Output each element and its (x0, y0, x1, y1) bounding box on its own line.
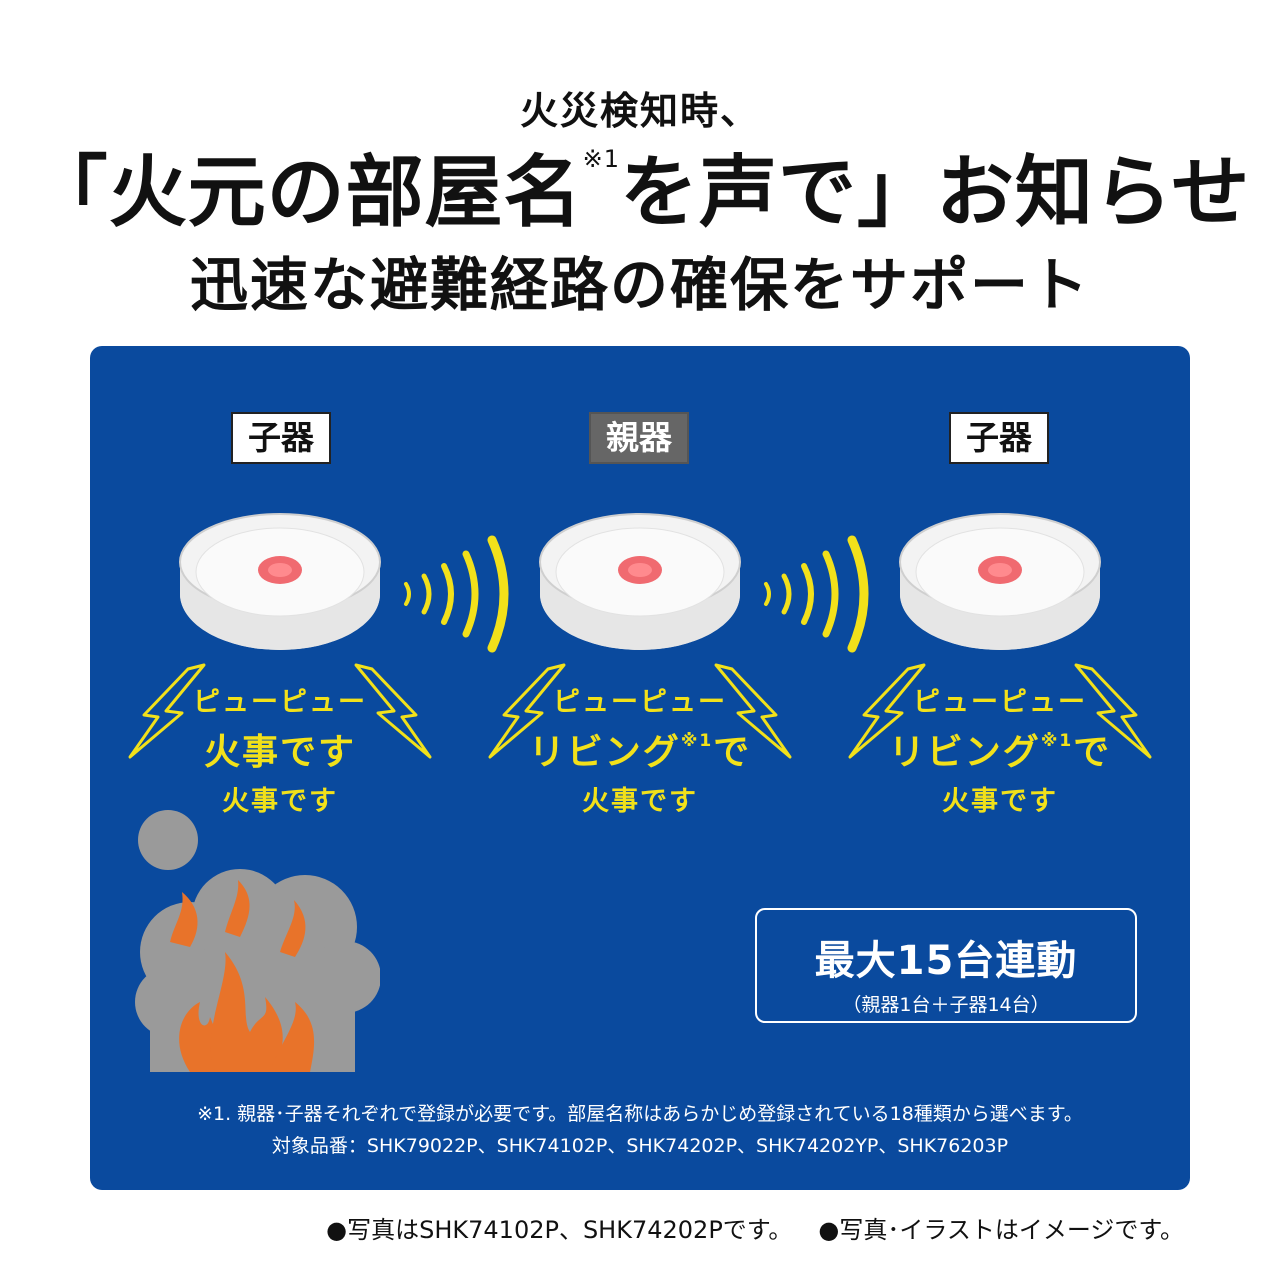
footnote-mark: ※1 (680, 731, 714, 751)
lightning-bolt-icon (488, 663, 566, 759)
lightning-bolt-icon (128, 663, 206, 759)
smoke-detector-image (179, 513, 381, 650)
max-linkage-box: 最大15台連動 （親器1台＋子器14台） (755, 908, 1137, 1023)
image-note: ●写真･イラストはイメージです。 (818, 1216, 1184, 1244)
voice-particle: で (713, 732, 752, 773)
voice-main-message: 火事です (203, 732, 356, 773)
headline-part-2: を声で」お知らせ (619, 148, 1251, 238)
footnote-line-2: 対象品番：SHK79022P、SHK74102P、SHK74202P、SHK74… (271, 1135, 1009, 1157)
headline-footnote-mark: ※1 (582, 145, 620, 173)
footnote-mark: ※1 (1040, 731, 1074, 751)
footnote-line-1: ※1. 親器･子器それぞれで登録が必要です。部屋名称はあらかじめ登録されている1… (197, 1103, 1083, 1125)
photo-model-note: ●写真はSHK74102P、SHK74202Pです。 (326, 1216, 793, 1244)
unit-label-child-1: 子器 (231, 412, 331, 464)
voice-alarm-sound: ピューピュー (553, 687, 727, 718)
voice-main-message: リビング※1で (850, 723, 1150, 775)
room-name: リビング (888, 732, 1041, 773)
voice-repeat-message: 火事です (222, 786, 338, 817)
lightning-bolt-icon (848, 663, 926, 759)
voice-repeat-message: 火事です (582, 786, 698, 817)
lightning-bolt-icon (1074, 663, 1152, 759)
voice-message-parent: ピューピュー リビング※1で 火事です (490, 680, 790, 818)
image-disclaimer: ●写真はSHK74102P、SHK74202Pです。 ●写真･イラストはイメージで… (326, 1210, 1184, 1245)
voice-alarm-sound: ピューピュー (193, 687, 367, 718)
voice-main-message: リビング※1で (490, 723, 790, 775)
tagline: 迅速な避難経路の確保をサポート (189, 251, 1090, 319)
headline-part-1: 「火元の部屋名 (29, 148, 583, 238)
signal-waves-icon (764, 535, 869, 653)
voice-alarm-sound: ピューピュー (913, 687, 1087, 718)
voice-message-child-1: ピューピュー 火事です 火事です (130, 680, 430, 818)
unit-label-child-2: 子器 (949, 412, 1049, 464)
lightning-bolt-icon (714, 663, 792, 759)
max-linkage-title: 最大15台連動 (814, 938, 1078, 984)
smoke-detector-image (899, 513, 1101, 650)
max-linkage-detail: （親器1台＋子器14台） (842, 994, 1050, 1016)
subtitle: 火災検知時、 (519, 89, 760, 133)
voice-message-child-2: ピューピュー リビング※1で 火事です (850, 680, 1150, 818)
voice-repeat-message: 火事です (942, 786, 1058, 817)
footnote: ※1. 親器･子器それぞれで登録が必要です。部屋名称はあらかじめ登録されている1… (90, 1098, 1190, 1162)
lightning-bolt-icon (354, 663, 432, 759)
voice-particle: で (1073, 732, 1112, 773)
room-name: リビング (528, 732, 681, 773)
fire-smoke-icon (135, 810, 380, 1072)
illustration-panel: 子器 親器 子器 (90, 346, 1190, 1190)
headline: 「火元の部屋名※1を声で」お知らせ (0, 130, 1280, 242)
signal-waves-icon (404, 535, 509, 653)
unit-label-parent: 親器 (589, 412, 689, 464)
smoke-detector-image (539, 513, 741, 650)
